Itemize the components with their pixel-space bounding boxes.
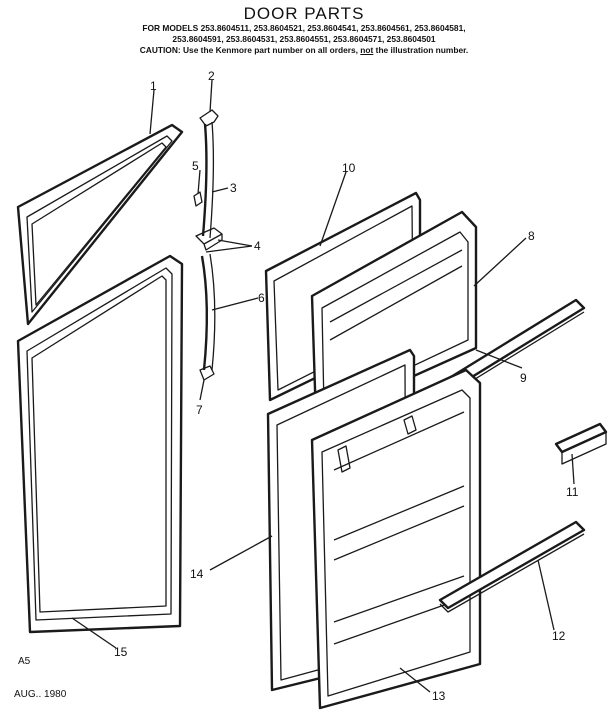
callout-14: 14 [190, 567, 204, 581]
callout-2: 2 [208, 69, 215, 83]
hinge-assembly [193, 109, 223, 381]
callout-13: 13 [432, 689, 446, 703]
models-line-1: FOR MODELS 253.8604511, 253.8604521, 253… [142, 23, 466, 33]
page-title: DOOR PARTS [243, 4, 365, 23]
part-5-screw [193, 191, 203, 207]
part-7-hinge-pin [199, 365, 215, 381]
callout-9: 9 [520, 371, 527, 385]
part-4-hinge-bracket [195, 227, 223, 245]
part-15-fresh-food-gasket [16, 254, 184, 634]
part-3-upper-hinge-cover [201, 123, 208, 237]
callout-5: 5 [192, 159, 199, 173]
callout-7: 7 [196, 403, 203, 417]
caution-text: CAUTION: Use the Kenmore part number on … [139, 45, 361, 55]
callout-3: 3 [230, 181, 237, 195]
callout-10: 10 [342, 161, 356, 175]
callout-1: 1 [150, 79, 157, 93]
caution-text-end: the illustration number. [373, 45, 469, 55]
leader-lines [71, 79, 575, 693]
part-13-fresh-food-liner [310, 368, 482, 710]
caution-emphasis: not [360, 45, 374, 55]
callout-12: 12 [552, 629, 566, 643]
figure-code: A5 [18, 656, 31, 667]
part-11-dairy-door [554, 422, 608, 465]
models-line-2: 253.8604591, 253.8604531, 253.8604551, 2… [172, 34, 436, 44]
callout-4: 4 [254, 239, 261, 253]
caution-line: CAUTION: Use the Kenmore part number on … [0, 45, 608, 55]
callout-8: 8 [528, 229, 535, 243]
part-1-freezer-gasket [16, 123, 184, 326]
callout-6: 6 [258, 291, 265, 305]
part-6-lower-hinge-cover [200, 255, 208, 371]
callout-11: 11 [566, 485, 579, 499]
callout-15: 15 [114, 645, 128, 659]
figure-date: AUG.. 1980 [14, 689, 67, 700]
part-2-hinge-pin [199, 109, 219, 127]
